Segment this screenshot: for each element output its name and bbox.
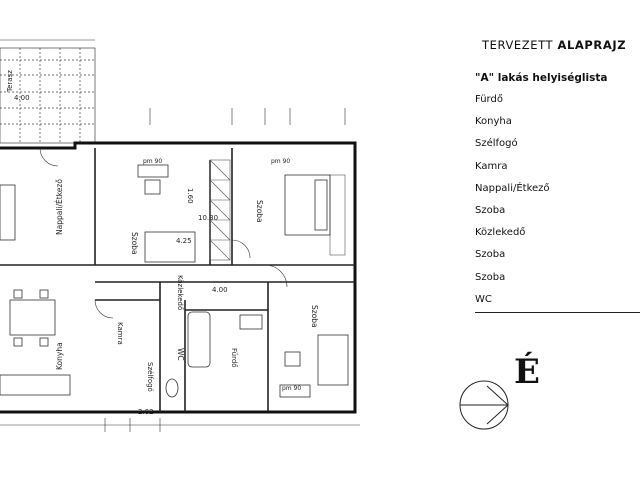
room-label-nappali: Nappali/Étkező [55,179,64,235]
desk [137,164,169,178]
terrace-label: Terasz [6,70,14,93]
room-label-konyha: Konyha [55,342,64,370]
room-list-item: Szoba [475,249,506,261]
bed [284,174,331,236]
room-label-wc: WC [176,348,185,361]
dim-1030: 10.30 [198,214,218,222]
room-label-szoba-3: Szoba [310,305,319,328]
north-arrow-icon [459,380,509,430]
tag-pm90-2: pm 90 [271,158,290,165]
tag-pm90-1: pm 90 [143,158,162,165]
room-list-item: Konyha [475,116,512,128]
legend-panel: TERVEZETT ALAPRAJZ "A" lakás helyiséglis… [455,0,640,480]
dim-terrace-width: 4.00 [14,94,30,102]
room-label-szoba-2: Szoba [255,200,264,223]
room-label-szoba-1: Szoba [130,232,139,255]
room-list-item: Szoba [475,271,506,283]
room-list-item: Nappali/Étkező [475,182,550,194]
dimension-lines [0,39,360,432]
room-label-szelfogo: Szélfogó [146,362,154,392]
dim-202: 2.02 [138,408,154,416]
room-list-item: Fürdő [475,94,503,105]
room-list-item: Kamra [475,160,508,172]
bathtub [187,311,211,368]
sofa [0,184,16,241]
room-list-divider [475,312,640,313]
dim-mid: 4.00 [212,286,228,294]
room-label-furdo: Fürdő [230,348,239,368]
north-label: É [514,352,540,392]
room-list-item: Szélfogó [475,138,518,150]
room-list-heading: "A" lakás helyiséglista [475,72,608,84]
room-label-kozlekedo: Közlekedő [176,275,185,310]
page-title: TERVEZETT ALAPRAJZ [482,38,627,52]
floor-plan: Terasz 4.00 [0,39,360,432]
kitchen-counter [0,374,71,396]
dim-425: 4.25 [176,237,192,245]
dining-table [9,299,56,336]
dim-160: 1.60 [186,188,194,204]
interior-walls [0,148,355,412]
room-list-item: WC [475,293,492,305]
door-swings [39,147,288,319]
room-label-kamra: Kamra [116,322,124,345]
room-list-item: Közlekedő [475,227,526,239]
tag-pm90-3: pm 90 [282,385,301,392]
terrace-area [0,47,96,144]
room-list-item: Szoba [475,205,506,216]
outer-walls [0,141,357,414]
furniture [0,164,349,398]
